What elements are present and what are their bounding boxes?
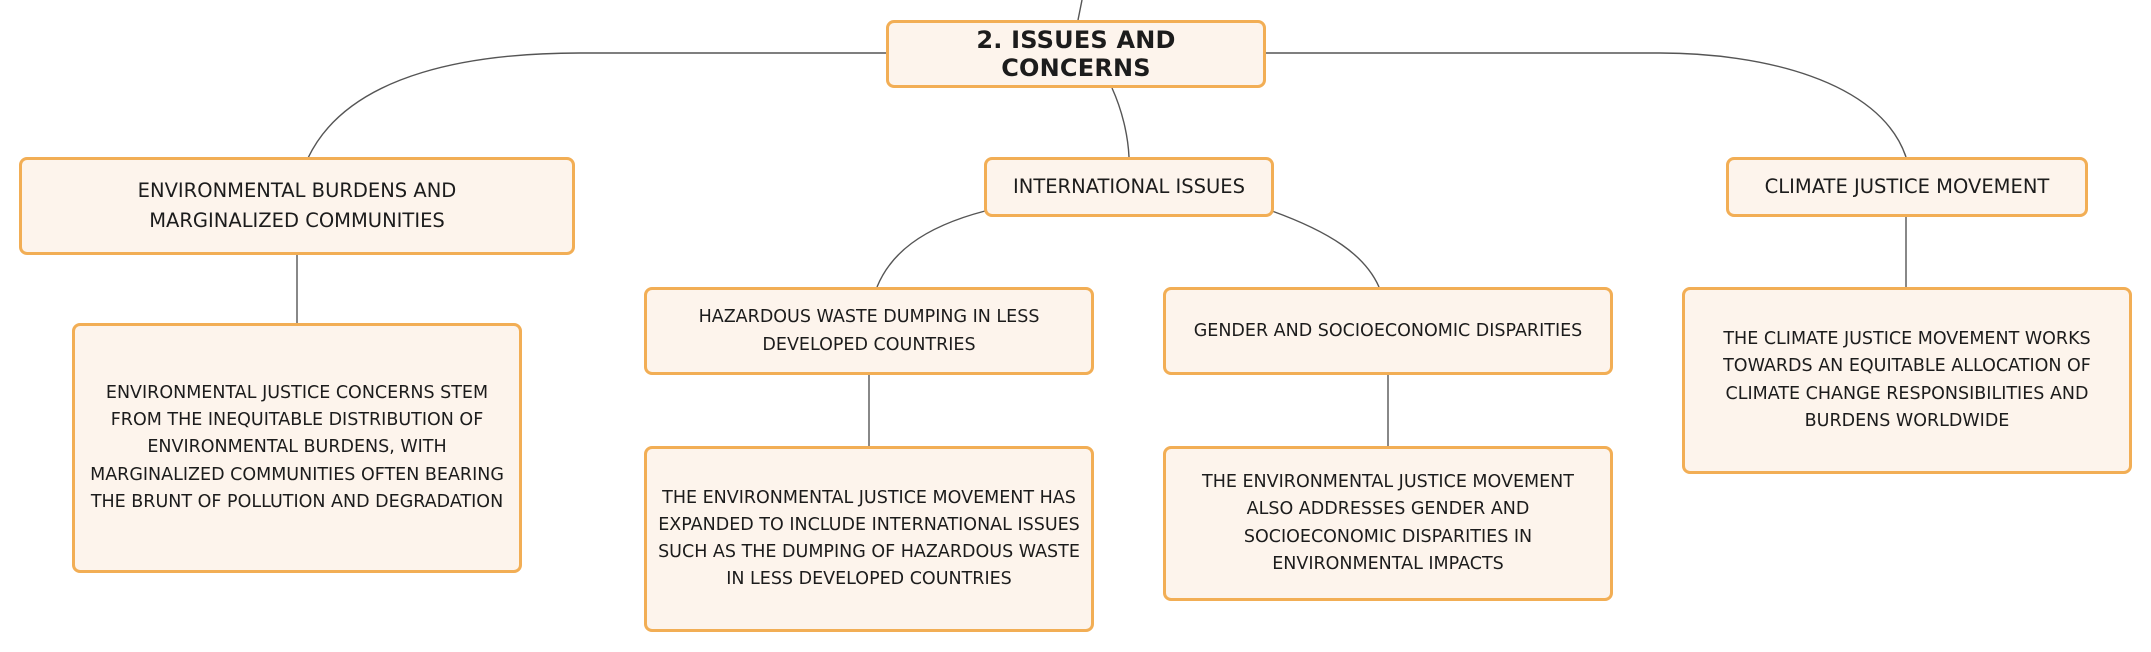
connector-parent-to-root (1077, 0, 1083, 21)
root-node-issues-and-concerns[interactable]: 2. ISSUES AND CONCERNS (886, 20, 1266, 88)
detail-climate-justice-text: THE CLIMATE JUSTICE MOVEMENT WORKS TOWAR… (1723, 329, 2091, 431)
detail-gender-socioeconomic-text: THE ENVIRONMENTAL JUSTICE MOVEMENT ALSO … (1202, 472, 1574, 574)
node-gender-socioeconomic-disparities[interactable]: GENDER AND SOCIOECONOMIC DISPARITIES (1163, 287, 1613, 375)
node-hazardous-waste-label: HAZARDOUS WASTE DUMPING IN LESS DEVELOPE… (698, 307, 1040, 355)
detail-environmental-burdens[interactable]: ENVIRONMENTAL JUSTICE CONCERNS STEM FROM… (72, 323, 522, 573)
node-climate-justice-label: CLIMATE JUSTICE MOVEMENT (1764, 174, 2050, 198)
detail-hazardous-waste[interactable]: THE ENVIRONMENTAL JUSTICE MOVEMENT HAS E… (644, 446, 1094, 632)
connector-root-to-climate-justice (1266, 52, 1907, 158)
connector-international-to-hazardous-waste (876, 210, 986, 288)
node-international-issues-label: INTERNATIONAL ISSUES (1012, 174, 1245, 198)
node-climate-justice-movement[interactable]: CLIMATE JUSTICE MOVEMENT (1726, 157, 2088, 217)
detail-environmental-burdens-text: ENVIRONMENTAL JUSTICE CONCERNS STEM FROM… (90, 383, 504, 512)
node-hazardous-waste-dumping[interactable]: HAZARDOUS WASTE DUMPING IN LESS DEVELOPE… (644, 287, 1094, 375)
node-environmental-burdens[interactable]: ENVIRONMENTAL BURDENS AND MARGINALIZED C… (19, 157, 575, 255)
detail-gender-socioeconomic[interactable]: THE ENVIRONMENTAL JUSTICE MOVEMENT ALSO … (1163, 446, 1613, 601)
node-international-issues[interactable]: INTERNATIONAL ISSUES (984, 157, 1274, 217)
connector-root-to-environmental-burdens (307, 52, 886, 159)
detail-hazardous-waste-text: THE ENVIRONMENTAL JUSTICE MOVEMENT HAS E… (658, 487, 1080, 590)
root-node-label: 2. ISSUES AND CONCERNS (976, 26, 1176, 82)
node-environmental-burdens-label: ENVIRONMENTAL BURDENS AND MARGINALIZED C… (137, 178, 457, 232)
detail-climate-justice[interactable]: THE CLIMATE JUSTICE MOVEMENT WORKS TOWAR… (1682, 287, 2132, 474)
connector-international-to-gender (1271, 210, 1380, 288)
connector-root-to-international-issues (1111, 87, 1130, 158)
node-gender-socioeconomic-label: GENDER AND SOCIOECONOMIC DISPARITIES (1193, 321, 1583, 341)
